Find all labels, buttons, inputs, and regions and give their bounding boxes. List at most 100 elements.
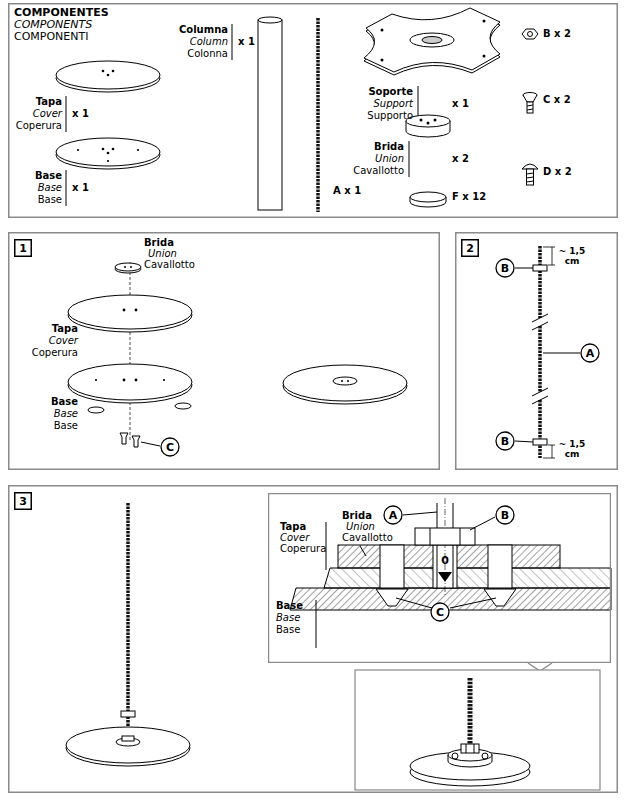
leader-line xyxy=(396,598,432,608)
disk-top xyxy=(56,138,160,166)
tapa-disk xyxy=(56,61,160,92)
assembled-disk xyxy=(283,365,407,404)
magnified-view-box xyxy=(355,670,600,790)
part-label: ~ 1,5 cm xyxy=(556,246,588,266)
plate-ring xyxy=(410,33,454,47)
part-label: Base xyxy=(0,396,78,408)
disk-top xyxy=(56,61,160,89)
threaded-rod xyxy=(538,246,542,458)
step-number-box: 1 xyxy=(14,239,32,257)
step-number: 3 xyxy=(14,492,32,510)
screw-cone xyxy=(523,95,537,102)
foot-pad xyxy=(88,407,104,413)
hole xyxy=(137,149,139,151)
leader-line xyxy=(515,268,533,269)
part-label: Cavallotto xyxy=(342,532,393,544)
part-label: C x 2 xyxy=(543,94,571,106)
union-top xyxy=(333,377,357,385)
break-line xyxy=(532,388,548,396)
zero-marker xyxy=(438,572,452,582)
label-bars xyxy=(66,24,418,206)
callout-circle: B xyxy=(495,505,515,525)
part-label: Tapa xyxy=(0,96,62,108)
nut-edge xyxy=(460,528,461,545)
disk-top xyxy=(115,263,141,271)
dim-tick xyxy=(548,445,555,446)
part-label: Cover xyxy=(280,532,309,544)
part-label: Base xyxy=(276,600,303,612)
foot-part xyxy=(410,192,446,207)
hole xyxy=(483,55,486,58)
part-label: Brida xyxy=(342,510,372,522)
screw-head xyxy=(452,753,458,759)
part-label: Supporto xyxy=(263,110,413,122)
part-label: Brida xyxy=(144,237,174,249)
part-label: Tapa xyxy=(0,323,78,335)
callout-circle: A xyxy=(383,505,403,525)
part-label: x 2 xyxy=(452,153,469,165)
part-label: Colonna xyxy=(78,48,228,60)
dim-tick xyxy=(543,247,555,248)
part-label: COMPONENTS xyxy=(14,18,92,31)
leader-line xyxy=(403,512,437,515)
label-bar xyxy=(232,24,233,60)
column xyxy=(258,17,282,210)
break-marks xyxy=(532,314,548,404)
screw-hole xyxy=(380,545,404,588)
step-number: 2 xyxy=(461,239,479,257)
callout-circle: B xyxy=(495,258,515,278)
hole xyxy=(483,20,486,23)
column-top xyxy=(258,17,282,23)
rod-segment xyxy=(538,400,542,458)
part-label: x 1 xyxy=(452,98,469,110)
label-bar xyxy=(409,141,410,177)
part-label: 0 xyxy=(395,554,495,567)
round-screw xyxy=(522,164,538,185)
step-number-box: 2 xyxy=(461,239,479,257)
nut-edge xyxy=(430,528,431,545)
threaded-rod xyxy=(126,503,130,738)
hole xyxy=(107,160,109,162)
support-plate xyxy=(364,8,500,75)
callout-letter: A xyxy=(383,505,403,525)
nut-section xyxy=(415,528,475,545)
dim-line xyxy=(552,445,553,458)
instruction-panel: 3ABCBridaUnionCavallottoTapaCoverCoperur… xyxy=(8,485,618,793)
screw-shank xyxy=(527,102,533,113)
part-label: Tapa xyxy=(280,521,306,533)
hole xyxy=(135,309,138,312)
hole xyxy=(124,266,126,268)
nut xyxy=(121,711,135,717)
break-line xyxy=(532,314,548,322)
base-disk xyxy=(56,138,160,169)
disk-top xyxy=(66,727,190,763)
nut-hole xyxy=(528,32,533,37)
dim-tick xyxy=(543,458,555,459)
tapa-section xyxy=(324,568,611,588)
label-bar xyxy=(66,96,67,132)
step-number-box: 3 xyxy=(14,492,32,510)
callout-circle: B xyxy=(495,431,515,451)
cylinder-top xyxy=(410,192,446,202)
rod-segment xyxy=(538,246,542,318)
part-label: Coperura xyxy=(0,347,78,359)
hole xyxy=(123,379,126,382)
callout-ring xyxy=(161,438,179,456)
plate-top xyxy=(364,8,500,72)
step-number: 1 xyxy=(14,239,32,257)
callout-ring xyxy=(581,344,599,362)
callout-letter: A xyxy=(580,343,600,363)
part-label: Base xyxy=(0,194,62,206)
foot-pad xyxy=(175,403,191,409)
assembled-base xyxy=(66,727,190,766)
part-label: Union xyxy=(346,521,375,533)
tapa-disk xyxy=(68,295,192,332)
part-label: Support xyxy=(263,98,413,110)
threaded-rod xyxy=(316,18,320,212)
hole xyxy=(102,70,105,73)
magnified-view xyxy=(410,678,530,786)
disk-top xyxy=(68,295,192,329)
thread xyxy=(527,105,533,106)
hole xyxy=(163,379,165,381)
